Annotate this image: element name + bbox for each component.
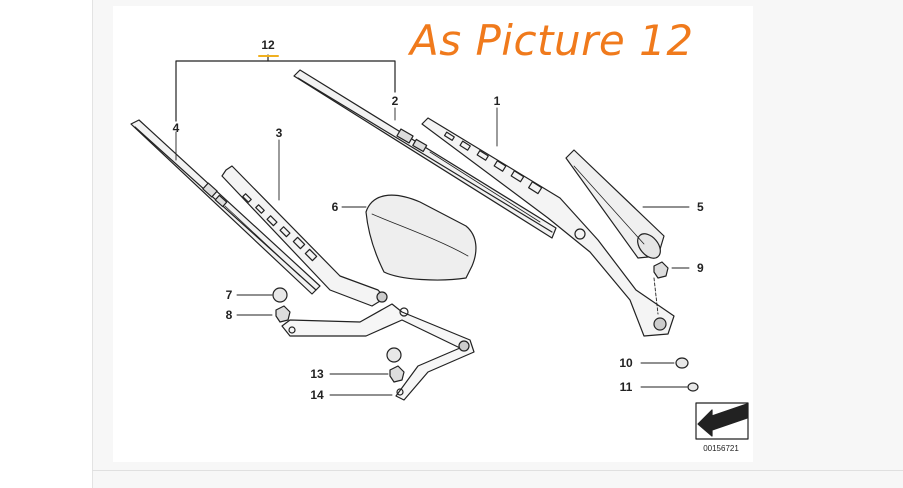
nut-9 [653,261,669,279]
divider [92,470,903,471]
label-14: 14 [310,388,324,402]
diagram-code: 00156721 [703,444,739,453]
washer-10 [675,357,689,369]
label-8: 8 [226,308,233,322]
overlay-title: As Picture 12 [410,16,694,65]
label-10: 10 [619,356,633,370]
cover-panel [365,194,477,281]
wiper-linkage [281,291,475,401]
label-2: 2 [392,94,399,108]
label-11: 11 [620,380,633,394]
nut-8 [275,305,291,323]
label-5: 5 [697,200,704,214]
leader-lines [175,107,690,396]
cap-13 [386,347,402,363]
label-7: 7 [226,288,233,302]
label-13: 13 [310,367,324,381]
arrow-down-left-icon [695,402,749,440]
wiper-blade-left [130,119,321,295]
label-9: 9 [697,261,704,275]
nut-14 [389,365,405,383]
group-bracket-12 [175,54,396,122]
label-12: 12 [261,38,275,52]
washer-11 [687,382,699,392]
label-1: 1 [494,94,501,108]
label-6: 6 [332,200,339,214]
label-4: 4 [173,121,180,135]
cap-7 [272,287,288,303]
wiper-arm-right [421,117,675,337]
arm-cover-cap [565,149,665,259]
label-3: 3 [276,126,283,140]
wiper-blade-right [293,69,557,239]
